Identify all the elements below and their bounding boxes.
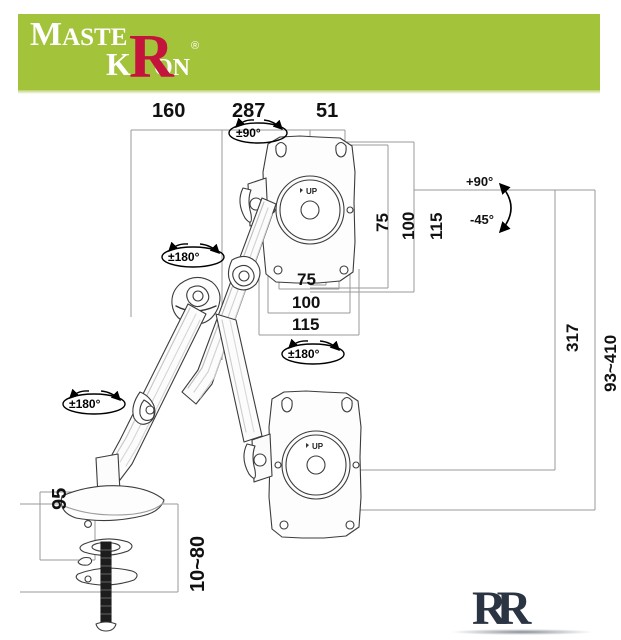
dimension-vesa-v-100: 100 [399, 211, 418, 240]
tilt-angle-down: -45° [470, 212, 494, 227]
watermark-text: RR [472, 582, 531, 635]
dimension-317: 317 [563, 323, 582, 352]
dimension-95: 95 [49, 487, 71, 510]
registered-trademark-icon: ® [191, 40, 200, 52]
logo-big-r: R [129, 23, 174, 91]
svg-text:UP: UP [306, 187, 318, 196]
logo-cap-m: M [30, 16, 63, 53]
dimension-vesa-v-75: 75 [373, 213, 392, 232]
vesa-plate-lower: UP [268, 390, 362, 539]
rotation-badge-180-upper: ±180° [168, 250, 200, 264]
logo-line-master: MASTE [30, 18, 127, 55]
rotation-badge-graphics [62, 117, 345, 415]
logo-small-aste: ASTE [62, 24, 128, 51]
tilt-joint-lower [243, 433, 273, 483]
dimension-vesa-h-75: 75 [297, 270, 316, 289]
brand-banner [18, 14, 600, 90]
technical-drawing: UP [0, 92, 621, 640]
rotation-badge-180-mid: ±180° [288, 347, 320, 361]
brand-banner-shadow [18, 90, 600, 94]
post-and-base [60, 453, 165, 632]
upper-arm [181, 197, 277, 405]
mount-illustration: UP [60, 135, 362, 632]
dimension-160: 160 [152, 100, 186, 122]
rr-watermark: RR [452, 582, 592, 640]
logo-small-on: ON [154, 55, 190, 81]
vesa-plate-upper: UP [262, 135, 356, 284]
dimension-287: 287 [232, 100, 266, 122]
rotation-badge-180-base: ±180° [69, 397, 101, 411]
logo-cap-k: K [106, 46, 131, 82]
dimension-vesa-h-100: 100 [292, 293, 321, 312]
rotation-badge-90: ±90° [236, 126, 261, 140]
masterkron-logo: MASTE R KRON ® [30, 18, 290, 91]
tilt-angle-arc [498, 182, 512, 234]
watermark-shadow [452, 629, 592, 635]
vertical-link [215, 313, 263, 443]
dimension-93-410: 93~410 [601, 334, 620, 392]
tilt-angle-up: +90° [466, 174, 494, 189]
svg-text:UP: UP [312, 442, 324, 451]
lower-arm [107, 303, 207, 481]
dimension-51: 51 [316, 100, 339, 122]
dimension-vesa-v-115: 115 [427, 212, 446, 240]
dimension-vesa-h-115: 115 [292, 315, 320, 334]
dimension-10-80: 10~80 [187, 535, 209, 592]
logo-line-kron: KRON [106, 48, 190, 84]
